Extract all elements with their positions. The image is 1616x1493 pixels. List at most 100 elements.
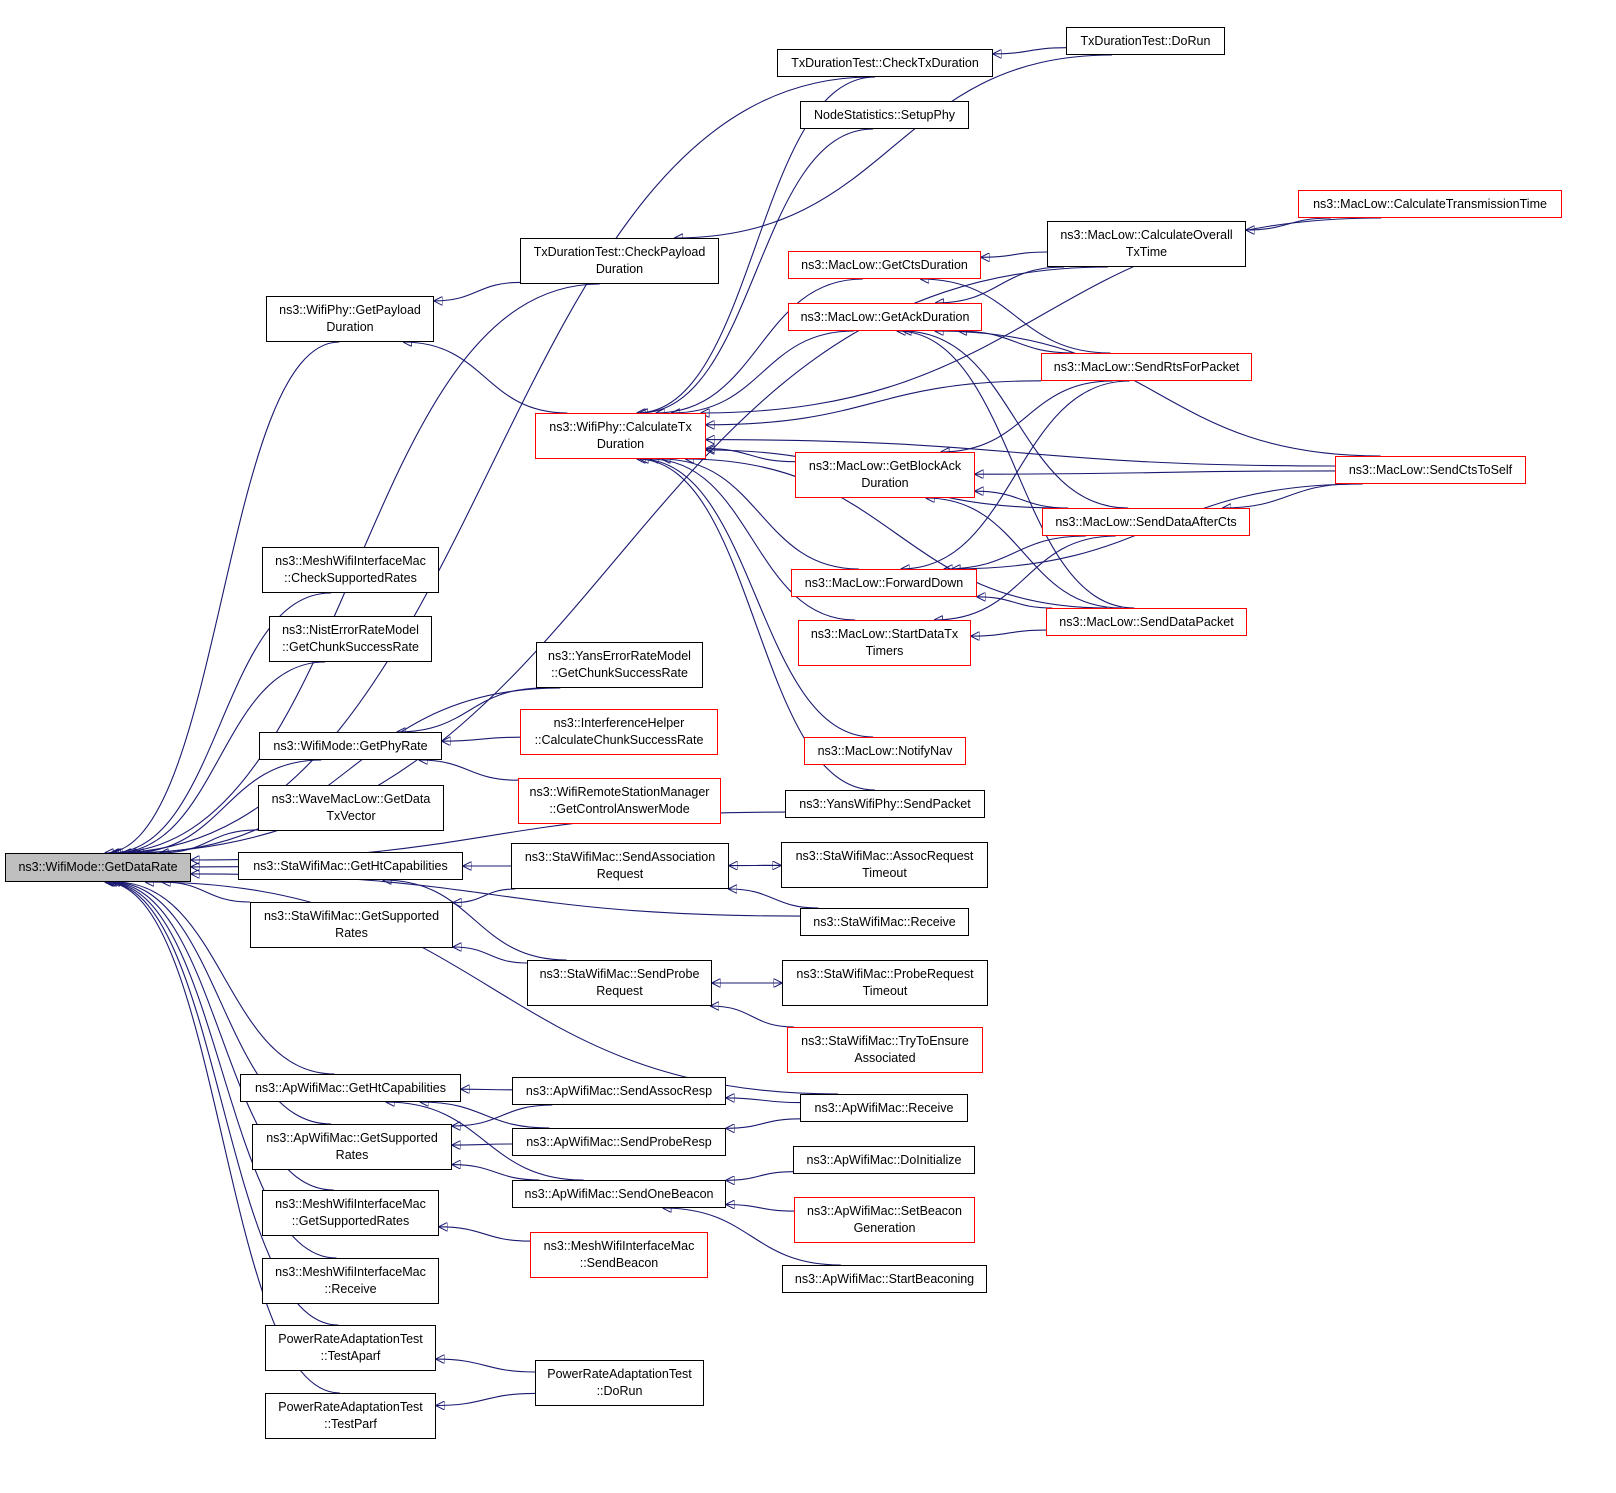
function-name-line: PowerRateAdaptationTest: [278, 1399, 423, 1416]
function-name-line: ns3::StaWifiMac::Receive: [813, 914, 955, 931]
function-name-line: PowerRateAdaptationTest: [278, 1331, 423, 1348]
function-node[interactable]: ns3::StaWifiMac::Receive: [800, 908, 969, 936]
function-node[interactable]: ns3::MeshWifiInterfaceMac::GetSupportedR…: [262, 1190, 439, 1236]
function-name-line: Request: [596, 983, 643, 1000]
function-name-line: ns3::MacLow::CalculateTransmissionTime: [1313, 196, 1547, 213]
function-name-line: ::GetControlAnswerMode: [549, 801, 689, 818]
function-name-line: ::GetChunkSuccessRate: [551, 665, 688, 682]
function-node[interactable]: ns3::MacLow::GetAckDuration: [788, 303, 982, 331]
function-name-line: Duration: [596, 261, 643, 278]
function-node[interactable]: ns3::MacLow::SendDataPacket: [1046, 608, 1247, 636]
function-name-line: ns3::WifiMode::GetPhyRate: [273, 738, 427, 755]
function-name-line: ns3::MeshWifiInterfaceMac: [544, 1238, 695, 1255]
function-name-line: Duration: [861, 475, 908, 492]
function-node[interactable]: PowerRateAdaptationTest::TestParf: [265, 1393, 436, 1439]
function-name-line: ns3::MacLow::SendCtsToSelf: [1349, 462, 1512, 479]
function-name-line: Associated: [854, 1050, 915, 1067]
function-name-line: ns3::MacLow::SendDataAfterCts: [1055, 514, 1236, 531]
function-name-line: Rates: [336, 1147, 369, 1164]
function-node[interactable]: TxDurationTest::DoRun: [1066, 27, 1225, 55]
function-node[interactable]: ns3::ApWifiMac::GetHtCapabilities: [240, 1074, 461, 1102]
function-name-line: ::DoRun: [597, 1383, 643, 1400]
function-node[interactable]: ns3::ApWifiMac::DoInitialize: [793, 1146, 975, 1174]
function-name-line: Rates: [335, 925, 368, 942]
function-node[interactable]: ns3::YansErrorRateModel::GetChunkSuccess…: [536, 642, 703, 688]
function-node[interactable]: ns3::WifiMode::GetDataRate: [5, 853, 191, 882]
call-edge: [434, 282, 520, 301]
function-node[interactable]: TxDurationTest::CheckTxDuration: [777, 49, 993, 77]
function-name-line: TxDurationTest::DoRun: [1081, 33, 1211, 50]
function-name-line: ::CalculateChunkSuccessRate: [535, 732, 704, 749]
function-node[interactable]: ns3::MeshWifiInterfaceMac::SendBeacon: [530, 1232, 708, 1278]
function-node[interactable]: ns3::WifiRemoteStationManager::GetContro…: [518, 778, 721, 824]
function-node[interactable]: ns3::MacLow::GetCtsDuration: [788, 251, 981, 279]
function-name-line: ::TestAparf: [321, 1348, 381, 1365]
function-node[interactable]: PowerRateAdaptationTest::DoRun: [535, 1360, 704, 1406]
function-node[interactable]: ns3::StaWifiMac::GetHtCapabilities: [238, 852, 463, 880]
function-name-line: Timeout: [863, 983, 908, 1000]
function-node[interactable]: ns3::MacLow::SendCtsToSelf: [1335, 456, 1526, 484]
function-name-line: ns3::MacLow::GetAckDuration: [801, 309, 970, 326]
function-name-line: ns3::MacLow::CalculateOverall: [1060, 227, 1232, 244]
function-name-line: ns3::ApWifiMac::SendAssocResp: [526, 1083, 712, 1100]
function-name-line: ns3::WifiMode::GetDataRate: [18, 859, 177, 876]
call-edge: [975, 471, 1335, 474]
function-name-line: ::CheckSupportedRates: [284, 570, 417, 587]
function-node[interactable]: ns3::ApWifiMac::SendOneBeacon: [512, 1180, 726, 1208]
function-name-line: Duration: [597, 436, 644, 453]
call-edge: [160, 830, 258, 853]
function-node[interactable]: ns3::YansWifiPhy::SendPacket: [785, 790, 985, 818]
call-edge: [706, 381, 1041, 425]
call-edge: [403, 342, 567, 413]
function-node[interactable]: NodeStatistics::SetupPhy: [800, 101, 969, 129]
function-node[interactable]: PowerRateAdaptationTest::TestAparf: [265, 1325, 436, 1371]
function-node[interactable]: ns3::MacLow::NotifyNav: [804, 737, 966, 765]
function-name-line: ns3::ApWifiMac::SetBeacon: [807, 1203, 962, 1220]
function-name-line: ns3::WaveMacLow::GetData: [272, 791, 431, 808]
function-node[interactable]: ns3::MeshWifiInterfaceMac::CheckSupporte…: [262, 547, 439, 593]
call-edge: [944, 536, 1086, 569]
function-name-line: ns3::ApWifiMac::GetSupported: [266, 1130, 438, 1147]
function-node[interactable]: ns3::MeshWifiInterfaceMac::Receive: [262, 1258, 439, 1304]
function-name-line: PowerRateAdaptationTest: [547, 1366, 692, 1383]
function-node[interactable]: ns3::NistErrorRateModel::GetChunkSuccess…: [269, 616, 432, 662]
call-edge: [975, 491, 1068, 508]
function-node[interactable]: ns3::WifiMode::GetPhyRate: [259, 732, 442, 760]
function-node[interactable]: ns3::ApWifiMac::StartBeaconing: [782, 1265, 987, 1293]
function-node[interactable]: ns3::MacLow::SendRtsForPacket: [1041, 353, 1252, 381]
function-name-line: ::Receive: [324, 1281, 376, 1298]
call-edge: [726, 1205, 794, 1212]
function-name-line: ::GetChunkSuccessRate: [282, 639, 419, 656]
function-node[interactable]: ns3::ApWifiMac::SendAssocResp: [512, 1077, 726, 1105]
call-edge: [105, 342, 340, 853]
function-name-line: TxDurationTest::CheckTxDuration: [791, 55, 979, 72]
function-node[interactable]: ns3::MacLow::CalculateTransmissionTime: [1298, 190, 1562, 218]
function-node[interactable]: ns3::ApWifiMac::SendProbeResp: [512, 1128, 726, 1156]
function-name-line: Request: [597, 866, 644, 883]
function-name-line: ns3::StaWifiMac::SendProbe: [540, 966, 700, 983]
call-edge: [439, 1227, 530, 1241]
function-node[interactable]: ns3::InterferenceHelper::CalculateChunkS…: [520, 709, 718, 755]
call-edge: [656, 279, 863, 413]
function-name-line: ::SendBeacon: [580, 1255, 659, 1272]
function-name-line: ns3::MacLow::ForwardDown: [805, 575, 963, 592]
function-node[interactable]: ns3::MacLow::SendDataAfterCts: [1042, 508, 1250, 536]
function-node[interactable]: ns3::ApWifiMac::Receive: [800, 1094, 968, 1122]
function-name-line: ns3::YansErrorRateModel: [548, 648, 691, 665]
function-node[interactable]: ns3::MacLow::ForwardDown: [791, 569, 977, 597]
